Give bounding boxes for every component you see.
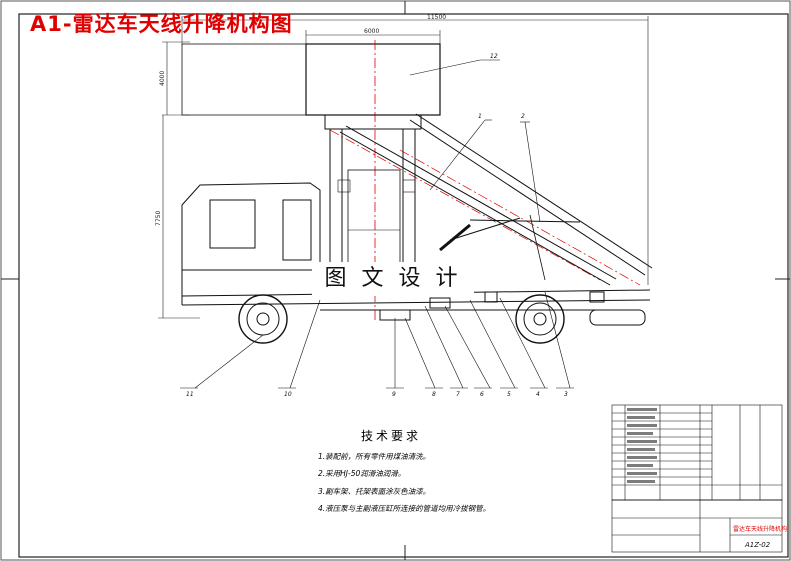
note-3: 3.副车架、托架表面涂灰色油漆。 (318, 487, 431, 496)
dim-total-height: 7750 (155, 211, 162, 226)
watermark-label: 图 文 设 计 (312, 262, 474, 296)
rear-wheel (515, 294, 565, 344)
title-block-drawing-no: A1Z-02 (744, 541, 771, 549)
balloon-7: 7 (456, 391, 460, 398)
balloon-6: 6 (480, 391, 484, 398)
balloon-9: 9 (392, 391, 396, 398)
truck-chassis (181, 182, 651, 326)
tilt-arms (339, 113, 653, 286)
title-block-name: 雷达车天线升降机构 (733, 525, 787, 533)
lift-mast (324, 114, 422, 281)
balloon-8: 8 (432, 391, 436, 398)
inner-frame (18, 13, 789, 558)
parts-list (611, 404, 783, 553)
dim-box-width: 6000 (364, 28, 379, 35)
antenna-box (305, 43, 441, 116)
balloon-1: 1 (478, 113, 482, 120)
centerline-diag-2 (399, 149, 641, 286)
antenna-box-left (181, 43, 307, 116)
dimension-lines (158, 16, 649, 319)
note-1: 1.装配前，所有零件用煤油清洗。 (318, 452, 431, 461)
note-4: 4.液压泵与主副液压缸所连接的管道均用冷拔钢管。 (318, 504, 491, 513)
balloon-4: 4 (536, 391, 540, 398)
balloon-5: 5 (507, 391, 511, 398)
balloon-12: 12 (490, 53, 498, 60)
balloon-3: 3 (564, 391, 568, 398)
balloon-11: 11 (186, 391, 194, 398)
dim-box-height: 4000 (159, 71, 166, 86)
dim-top-width: 11500 (427, 14, 446, 21)
technical-requirements-heading: 技术要求 (361, 429, 422, 443)
balloon-10: 10 (284, 391, 292, 398)
drawing-title: A1-雷达车天线升降机构图 (30, 12, 293, 36)
centerline-diag-1 (329, 129, 601, 281)
balloon-2: 2 (521, 113, 525, 120)
front-wheel (238, 294, 288, 344)
note-2: 2.采用HJ-50润滑油润滑。 (318, 469, 406, 478)
leader-lines (180, 59, 574, 389)
